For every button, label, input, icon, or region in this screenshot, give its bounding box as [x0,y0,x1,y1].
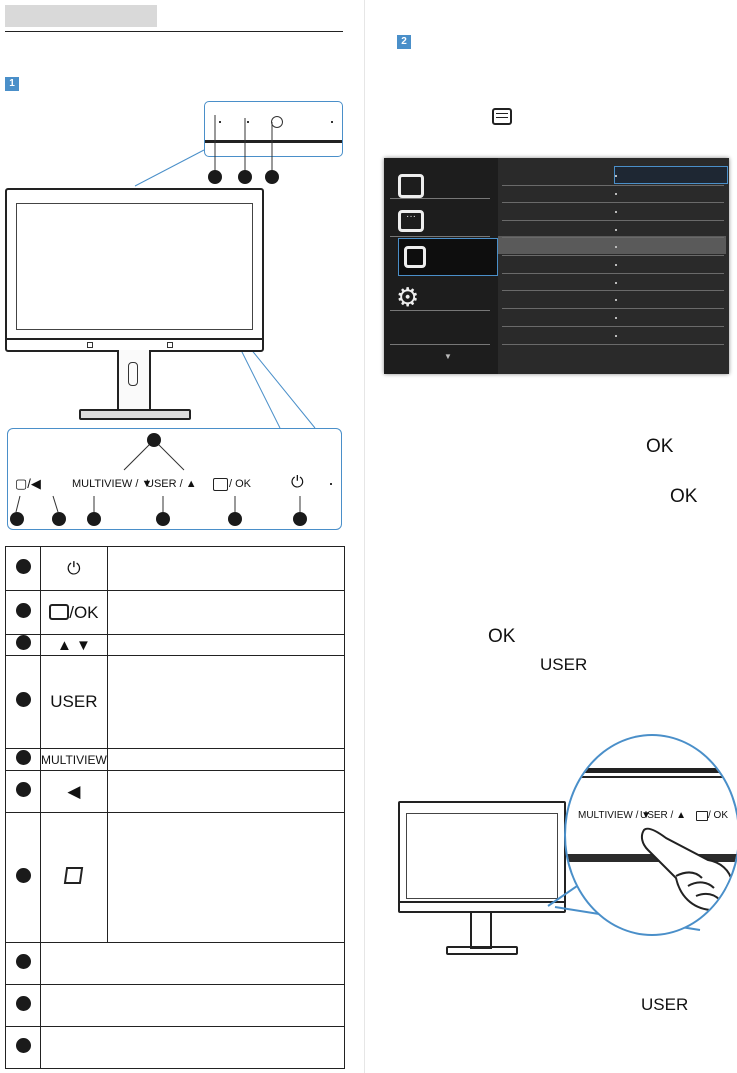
monitor-small [398,801,566,913]
section-number-1: 1 [5,77,19,91]
user-button-label: USER / ▲ [146,478,197,490]
ok-key-label: OK [670,486,698,507]
multiview-button-label: MULTIVIEW / ▼ [578,810,652,821]
menu-icon [696,811,708,821]
power-icon: ⏻ [67,558,81,578]
gear-icon: ⚙ [396,282,420,312]
osd-active-row [498,236,726,254]
row-marker [15,602,31,618]
row-marker [15,781,31,797]
table-row [5,1026,345,1069]
row-marker [15,635,31,650]
table-row [5,942,345,985]
callout-marker [293,512,307,526]
back-symbol: ◀ [67,781,81,801]
row-marker [15,867,31,883]
user-symbol: USER [50,692,98,711]
ok-button-label: / OK [708,810,729,821]
monitor-illustration [5,188,264,352]
chevron-down-icon: ▼ [444,352,452,361]
monitor-stand [117,350,151,412]
callout-marker [147,433,161,447]
column-divider [364,0,365,1073]
osd-selected-item [398,238,498,276]
row-marker [15,558,31,574]
callout-marker [10,512,24,526]
callout-marker [208,170,222,184]
user-key-label: USER [641,995,689,1014]
pointing-hand-icon [640,827,734,912]
controls-table: ⏻ /OK ▲ ▼ USER MULTIVIEW ◀ [5,546,346,1069]
monitor-base [79,409,191,420]
callout-buttons [7,428,342,530]
section-rule [5,31,343,32]
callout-marker [228,512,242,526]
row-marker [15,953,31,969]
callout-marker [238,170,252,184]
callout-marker [52,512,66,526]
section-header-bar [5,5,157,27]
table-row: ⏻ [5,546,346,591]
table-row: /OK [5,590,346,635]
arrow-symbols: ▲ ▼ [56,636,91,654]
osd-highlight-cell [614,166,728,184]
table-row: USER [5,655,346,749]
callout-marker [156,512,170,526]
menu-icon [49,603,70,620]
osd-sidebar: ··· ⚙ ▼ [384,158,498,374]
table-row: ◀ [5,770,346,813]
display-icon [404,246,426,268]
picture-icon [398,174,424,198]
monitor-stand [470,911,492,949]
user-key-label: USER [540,655,588,674]
menu-icon [492,108,512,125]
row-marker [15,1037,31,1053]
menu-icon [213,478,228,491]
ok-button-label: / OK [229,478,252,490]
callout-marker [265,170,279,184]
table-row [5,812,346,943]
table-row: ▲ ▼ [5,634,346,656]
monitor-base [446,946,518,955]
section-number-2: 2 [397,35,411,49]
led-indicator [330,483,332,485]
input-icon: ▢/◀ [15,476,41,491]
power-icon: ⏻ [291,474,304,491]
user-button-label: USER / ▲ [640,810,687,821]
ok-key-label: OK [646,436,674,457]
row-marker [15,995,31,1011]
chat-icon: ··· [398,210,424,232]
zoom-circle: MULTIVIEW / ▼ USER / ▲ / OK [564,734,737,936]
row-marker [15,692,31,707]
ok-key-label: OK [488,626,516,647]
table-row [5,984,345,1027]
multiview-symbol: MULTIVIEW [41,752,107,767]
multiview-button-label: MULTIVIEW / ▼ [72,478,153,490]
row-marker [15,749,31,765]
callout-marker [87,512,101,526]
ok-symbol: /OK [69,602,99,622]
osd-menu: ··· ⚙ ▼ [384,158,729,374]
